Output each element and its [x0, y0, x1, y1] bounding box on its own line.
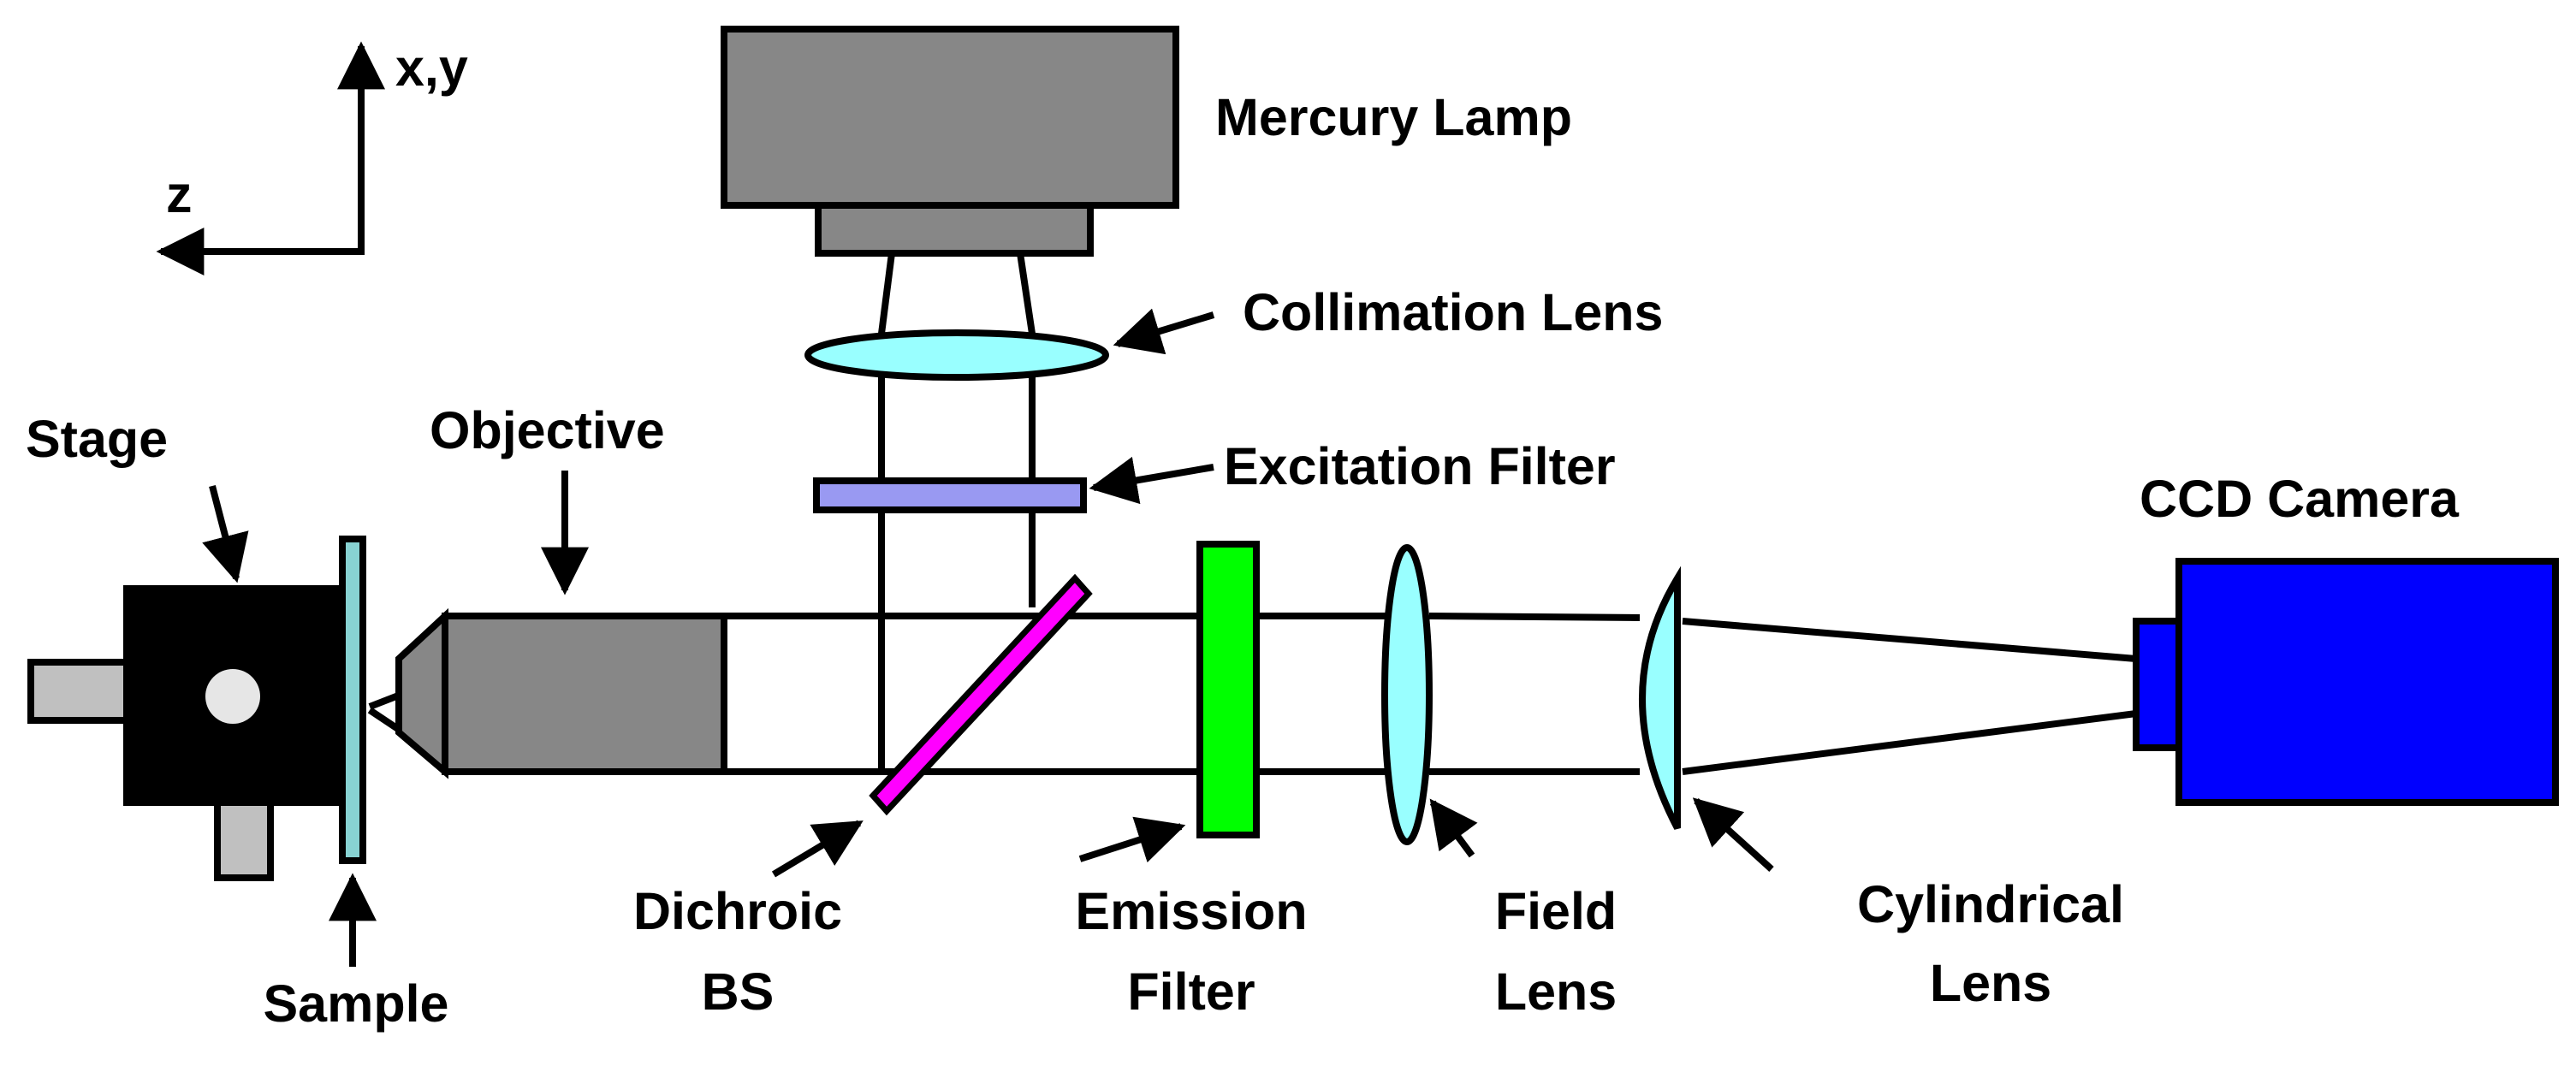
excitation-filter: [813, 477, 1087, 513]
objective: [395, 607, 727, 779]
dichroic-bs-label: BS: [702, 962, 775, 1021]
coordinate-axes: [156, 41, 385, 275]
pointer-arrows: [202, 308, 1774, 967]
cylindrical-lens-label: Lens: [1930, 954, 2051, 1012]
cylindrical-lens-pointer: [1692, 797, 1774, 872]
lamp-neck: [815, 202, 1094, 257]
camera-adapter: [2133, 618, 2182, 751]
cylindrical-label: Cylindrical: [1857, 875, 2124, 933]
excitation-light-path: [878, 252, 1036, 774]
stage-bottom-handle: [214, 797, 274, 881]
dichroic-label: Dichroic: [633, 882, 842, 940]
stage-knob: [205, 669, 260, 724]
stage-left-handle: [27, 659, 130, 724]
collimation-lens-pointer: [1113, 308, 1215, 355]
stage-label: Stage: [26, 410, 168, 468]
collimation-lens: [804, 329, 1109, 381]
cylindrical-lens: [1639, 566, 1681, 830]
dichroic-beam-splitter: [869, 573, 1093, 816]
excitation-filter-label: Excitation Filter: [1224, 437, 1616, 495]
emission-label: Emission: [1075, 882, 1307, 940]
axis-z-label: z: [166, 165, 193, 223]
objective-label: Objective: [430, 401, 665, 459]
stage: [27, 585, 342, 881]
emission-filter-pointer: [1078, 816, 1186, 863]
mercury-lamp: [721, 26, 1179, 257]
collimation-lens-label: Collimation Lens: [1243, 283, 1663, 341]
lamp-housing: [721, 26, 1179, 209]
ccd-camera: [2133, 558, 2559, 806]
sample-label: Sample: [264, 974, 449, 1033]
objective-tip: [395, 607, 448, 779]
labels: x,y z Mercury Lamp Collimation Lens Exci…: [26, 38, 2460, 1033]
mercury-lamp-label: Mercury Lamp: [1215, 88, 1572, 146]
emission-light-path: [367, 613, 2137, 775]
field-lens-label: Lens: [1495, 962, 1617, 1021]
excitation-filter-pointer: [1089, 456, 1214, 505]
stage-pointer: [202, 484, 249, 583]
emission-filter-label: Filter: [1127, 962, 1255, 1021]
axis-xy-label: x,y: [395, 38, 468, 97]
dichroic-pointer: [771, 820, 864, 878]
field-lens: [1381, 544, 1433, 845]
camera-body: [2175, 558, 2559, 806]
field-label: Field: [1495, 882, 1617, 940]
emission-filter: [1196, 541, 1260, 838]
objective-body: [442, 613, 727, 775]
ccd-camera-label: CCD Camera: [2140, 470, 2460, 528]
sample-slide: [339, 536, 366, 864]
field-lens-pointer: [1429, 798, 1478, 858]
